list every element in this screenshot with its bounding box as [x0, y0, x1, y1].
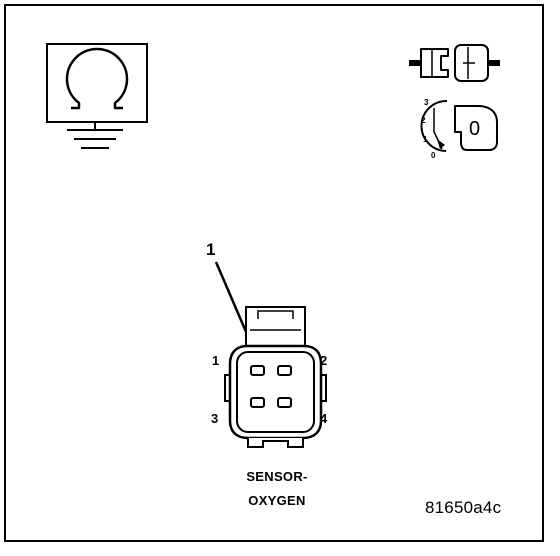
- connector-disconnected-icon: [409, 44, 500, 82]
- key-position-0: 0: [431, 151, 436, 160]
- terminal-cavity-2: [277, 365, 292, 376]
- key-current-position: 0: [469, 118, 481, 140]
- pin-label-1: 1: [212, 353, 220, 368]
- ignition-key-off-icon: [420, 99, 498, 152]
- callout-number: 1: [206, 240, 216, 259]
- terminal-cavity-3: [250, 397, 265, 408]
- terminal-cavity-4: [277, 397, 292, 408]
- oxygen-sensor-connector: [224, 306, 327, 448]
- figure-border: [4, 4, 544, 542]
- pin-label-4: 4: [320, 411, 328, 426]
- key-position-pointer: [437, 139, 445, 149]
- key-position-2: 2: [421, 116, 426, 125]
- terminal-cavity-1: [250, 365, 265, 376]
- pin-label-2: 2: [320, 353, 328, 368]
- ohmmeter-icon: [46, 43, 148, 149]
- component-name-line-2: OXYGEN: [248, 493, 306, 508]
- key-position-3: 3: [424, 98, 429, 107]
- pin-label-3: 3: [211, 411, 219, 426]
- figure-id: 81650a4c: [425, 498, 502, 517]
- key-position-1: 1: [423, 135, 428, 144]
- component-name-line-1: SENSOR-: [246, 469, 308, 484]
